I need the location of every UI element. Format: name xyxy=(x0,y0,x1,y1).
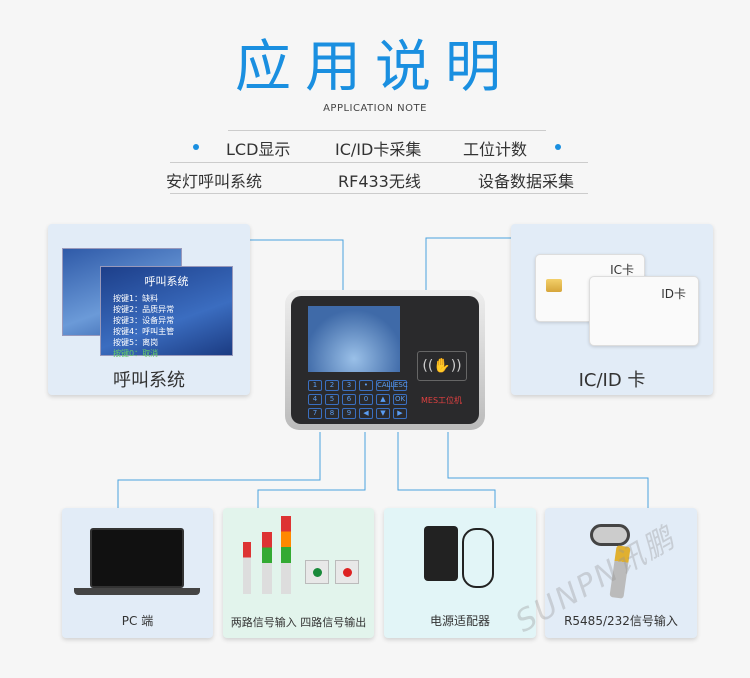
divider xyxy=(170,193,588,194)
key-button[interactable]: 0 xyxy=(359,394,373,405)
divider xyxy=(228,130,546,131)
scanner-label: R5485/232信号输入 xyxy=(564,614,678,628)
call-screen: 呼叫系统 按键1：缺料 按键2：品质异常 按键3：设备异常 按键4：呼叫主管 按… xyxy=(100,266,233,358)
key-button[interactable]: ◀ xyxy=(359,408,373,419)
menu-item: 按键4：呼叫主管 xyxy=(113,327,175,336)
pc-label: PC 端 xyxy=(121,614,154,628)
page-subtitle: APPLICATION NOTE xyxy=(323,103,427,114)
power-adapter-label: 电源适配器 xyxy=(429,614,490,628)
menu-item: 按键1：缺料 xyxy=(113,294,159,303)
key-button[interactable]: 7 xyxy=(308,408,322,419)
bullet-dot xyxy=(555,144,561,150)
key-button[interactable]: 1 xyxy=(308,380,322,391)
key-button[interactable]: 4 xyxy=(308,394,322,405)
feature-count: 工位计数 xyxy=(463,140,528,159)
power-adapter-card: 电源适配器 xyxy=(384,508,536,638)
card-panel: IC卡 ID卡 IC/ID 卡 xyxy=(511,224,713,395)
key-button[interactable]: ▶ xyxy=(393,408,407,419)
signal-io-label: 两路信号输入 四路信号输出 xyxy=(230,616,367,629)
menu-item: 按键2：品质异常 xyxy=(113,305,175,314)
power-adapter-icon xyxy=(424,526,458,581)
menu-item: 按键0：取消 xyxy=(113,349,159,358)
device-brand: MES工位机 xyxy=(421,396,463,405)
key-button[interactable]: OK xyxy=(393,394,407,405)
key-button[interactable]: 2 xyxy=(325,380,339,391)
id-card: ID卡 xyxy=(589,276,699,346)
terminal-screen xyxy=(308,306,400,372)
key-button[interactable]: ▼ xyxy=(376,408,390,419)
tower-light-icon xyxy=(281,516,291,594)
laptop-icon xyxy=(90,528,184,588)
key-button[interactable]: 5 xyxy=(325,394,339,405)
call-system-label: 呼叫系统 xyxy=(113,370,185,391)
key-button[interactable]: ESC xyxy=(393,380,408,391)
menu-item: 按键3：设备异常 xyxy=(113,316,175,325)
pc-card: PC 端 xyxy=(62,508,213,638)
key-button[interactable]: 3 xyxy=(342,380,356,391)
feature-lcd: LCD显示 xyxy=(226,140,291,159)
signal-io-card: 两路信号输入 四路信号输出 xyxy=(223,508,374,638)
red-button-icon xyxy=(335,560,359,584)
green-button-icon xyxy=(305,560,329,584)
bullet-dot xyxy=(193,144,199,150)
tower-light-icon xyxy=(243,542,251,594)
barcode-scanner-icon xyxy=(590,524,630,546)
key-button[interactable]: CALL xyxy=(376,380,395,391)
ic-card-label: IC卡 xyxy=(610,263,634,277)
key-button[interactable]: ▲ xyxy=(376,394,390,405)
key-button[interactable]: • xyxy=(359,380,373,391)
tower-light-icon xyxy=(262,532,272,594)
id-card-label: ID卡 xyxy=(661,287,686,301)
rfid-reader-icon: ((✋)) xyxy=(417,351,467,381)
chip-icon xyxy=(546,279,562,292)
card-panel-label: IC/ID 卡 xyxy=(578,370,646,391)
call-system-panel: 呼叫系统 按键1：缺料 按键2：品质异常 按键3：设备异常 按键4：呼叫主管 按… xyxy=(48,224,250,395)
menu-item: 按键5：离岗 xyxy=(113,338,159,347)
key-button[interactable]: 6 xyxy=(342,394,356,405)
key-button[interactable]: 9 xyxy=(342,408,356,419)
scanner-card: R5485/232信号输入 xyxy=(545,508,697,638)
divider xyxy=(170,162,588,163)
key-button[interactable]: 8 xyxy=(325,408,339,419)
page-title: 应用说明 xyxy=(235,35,515,100)
feature-rf433: RF433无线 xyxy=(338,172,421,191)
feature-andon: 安灯呼叫系统 xyxy=(166,172,263,191)
call-screen-title: 呼叫系统 xyxy=(144,275,189,288)
feature-icid: IC/ID卡采集 xyxy=(335,140,422,159)
feature-data: 设备数据采集 xyxy=(478,172,575,191)
